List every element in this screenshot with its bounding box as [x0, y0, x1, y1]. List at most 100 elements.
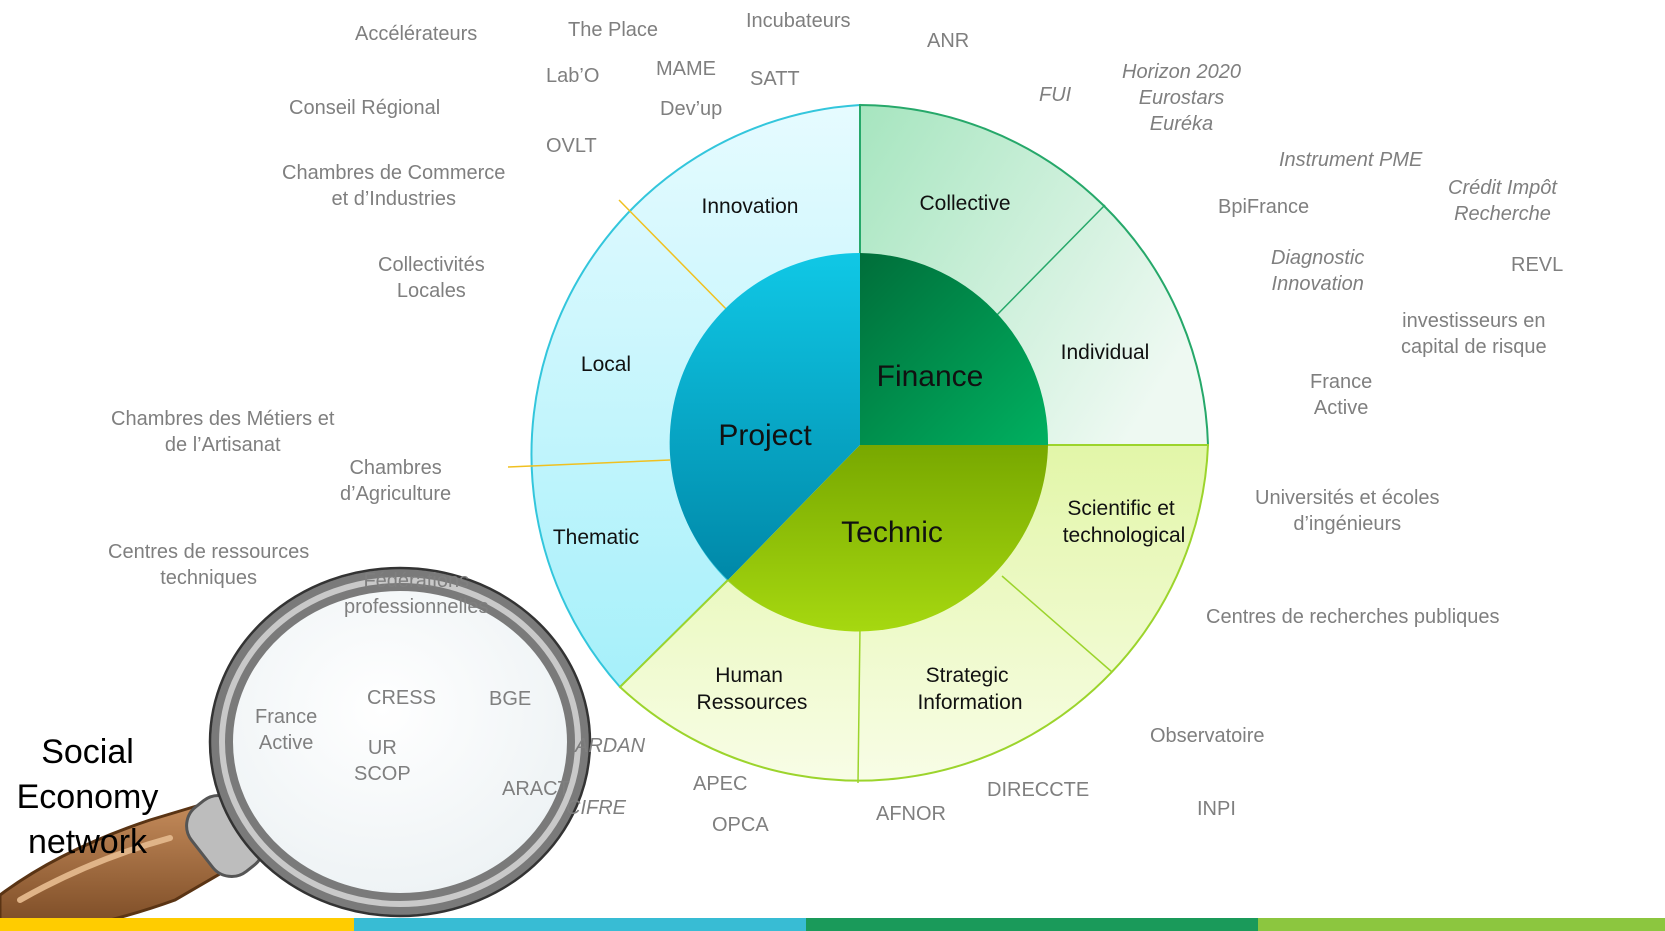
actor-credit-impot: Crédit Impôt Recherche	[1448, 175, 1557, 227]
ring-label-individual: Individual	[1061, 341, 1150, 364]
actor-apec: APEC	[693, 773, 748, 795]
core-label-technic: Technic	[841, 516, 943, 549]
actor-horizon-line3: Euréka	[1149, 113, 1214, 135]
actor-revl: REVL	[1511, 254, 1564, 276]
finance-core-sector	[860, 253, 1049, 445]
magnifier-urscop: UR SCOP	[354, 735, 411, 787]
magnifier-cress: CRESS	[367, 687, 436, 709]
magnifier-urscop-line1: UR	[367, 737, 397, 759]
actor-anr: ANR	[927, 30, 970, 52]
actor-satt: SATT	[750, 68, 800, 90]
actor-afnor: AFNOR	[876, 803, 946, 825]
ring-label-human: Human Ressources	[697, 664, 808, 714]
magnifier-france-active-line1: France	[255, 706, 318, 728]
actor-devup: Dev’up	[660, 98, 723, 120]
magnifier-rim-highlight	[219, 577, 581, 907]
actor-observatoire: Observatoire	[1150, 725, 1265, 747]
magnifier-urscop-line2: SCOP	[354, 763, 411, 785]
actor-centres-recherche: Centres de recherches publiques	[1206, 606, 1500, 628]
actor-diagnostic-line2: Innovation	[1271, 273, 1364, 295]
magnifier-france-active-line2: Active	[258, 732, 314, 754]
actor-metiers-line1: Chambres des Métiers et	[111, 408, 335, 430]
actor-diagnostic: Diagnostic Innovation	[1271, 245, 1364, 297]
actor-universites: Universités et écoles d’ingénieurs	[1255, 485, 1440, 537]
actor-bpifrance: BpiFrance	[1218, 196, 1310, 218]
actor-collectivites-line2: Locales	[396, 280, 466, 302]
ring-label-scientific: Scientific et technological	[1063, 497, 1186, 547]
actor-universites-line2: d’ingénieurs	[1293, 513, 1402, 535]
actor-investisseurs-line1: investisseurs en	[1402, 310, 1546, 332]
technic-core-sector	[728, 445, 1048, 632]
magnifier-france-active: France Active	[255, 704, 317, 756]
actor-agriculture-line1: Chambres	[349, 457, 442, 479]
actor-cci: Chambres de Commerce et d’Industries	[282, 160, 505, 212]
divider-strategic-human	[857, 627, 861, 784]
footer-bar-lime	[1258, 918, 1665, 931]
actor-investisseurs: investisseurs en capital de risque	[1401, 308, 1547, 360]
actor-universites-line1: Universités et écoles	[1255, 487, 1440, 509]
divider-innovation-local	[618, 199, 734, 317]
actor-diagnostic-line1: Diagnostic	[1271, 247, 1365, 269]
divider-scientific-strategic	[1001, 575, 1113, 673]
ring-label-thematic: Thematic	[553, 526, 639, 549]
footer-bar-yellow	[0, 918, 354, 931]
divider-local-thematic	[507, 459, 671, 468]
ring-label-scientific-line2: technological	[1063, 524, 1186, 547]
ring-label-collective: Collective	[919, 192, 1010, 215]
ring-label-scientific-line1: Scientific et	[1067, 497, 1175, 520]
divider-collective-individual	[991, 204, 1106, 321]
footer-bar-green	[806, 918, 1258, 931]
actor-france-active-line2: Active	[1313, 397, 1369, 419]
social-economy-network-label: Social Economy network	[0, 730, 175, 865]
actor-accelerateurs: Accélérateurs	[355, 23, 478, 45]
actor-collectivites-line1: Collectivités	[378, 254, 485, 276]
footer-bar-cyan	[354, 918, 806, 931]
actor-inpi: INPI	[1197, 798, 1236, 820]
actor-incubateurs: Incubateurs	[746, 10, 851, 32]
actor-centres-ressources-line2: techniques	[160, 567, 257, 589]
actor-opca: OPCA	[712, 814, 769, 836]
actor-ovlt: OVLT	[546, 135, 597, 157]
magnifier-handle-highlight	[17, 835, 173, 903]
core-label-project: Project	[718, 419, 812, 452]
actor-federations: Fédérations professionnelles	[344, 568, 489, 620]
social-economy-line2: Economy	[16, 778, 159, 816]
magnifier-bge: BGE	[489, 688, 532, 710]
actor-cifre: CIFRE	[566, 797, 626, 819]
core-label-finance: Finance	[877, 360, 984, 393]
ring-label-strategic: Strategic Information	[917, 664, 1022, 714]
actor-mame: MAME	[656, 58, 716, 80]
actor-metiers: Chambres des Métiers et de l’Artisanat	[111, 406, 334, 458]
magnifier-glass-icon	[0, 566, 592, 931]
social-economy-line1: Social	[41, 733, 134, 771]
actor-credit-impot-line2: Recherche	[1454, 203, 1551, 225]
actor-instrument-pme: Instrument PME	[1279, 149, 1423, 171]
actor-federations-line2: professionnelles	[344, 596, 489, 618]
project-core-sector	[669, 252, 860, 580]
actor-ardan: ARDAN	[575, 735, 646, 757]
ring-label-human-line1: Human	[715, 664, 783, 687]
actor-collectivites: Collectivités Locales	[378, 252, 485, 304]
actor-conseil-regional: Conseil Régional	[289, 97, 441, 119]
actor-credit-impot-line1: Crédit Impôt	[1448, 177, 1557, 199]
actor-centres-ressources-line1: Centres de ressources	[108, 541, 310, 563]
actor-investisseurs-line2: capital de risque	[1401, 336, 1547, 358]
actor-labo: Lab’O	[546, 65, 600, 87]
actor-agriculture-line2: d’Agriculture	[340, 483, 452, 505]
actor-horizon-line2: Eurostars	[1138, 87, 1225, 109]
magnifier-rim-outline	[208, 566, 592, 918]
actor-horizon: Horizon 2020 Eurostars Euréka	[1122, 59, 1241, 137]
actor-france-active-line1: France	[1310, 371, 1373, 393]
actor-direccte: DIRECCTE	[987, 779, 1090, 801]
ring-label-human-line2: Ressources	[697, 691, 808, 714]
actor-centres-ressources: Centres de ressources techniques	[108, 539, 309, 591]
ring-label-strategic-line2: Information	[917, 691, 1022, 714]
actor-horizon-line1: Horizon 2020	[1122, 61, 1241, 83]
actor-the-place: The Place	[568, 19, 659, 41]
ring-label-innovation: Innovation	[702, 195, 799, 218]
actor-fui: FUI	[1039, 84, 1072, 106]
social-economy-line3: network	[27, 823, 148, 861]
actor-federations-line1: Fédérations	[363, 570, 470, 592]
